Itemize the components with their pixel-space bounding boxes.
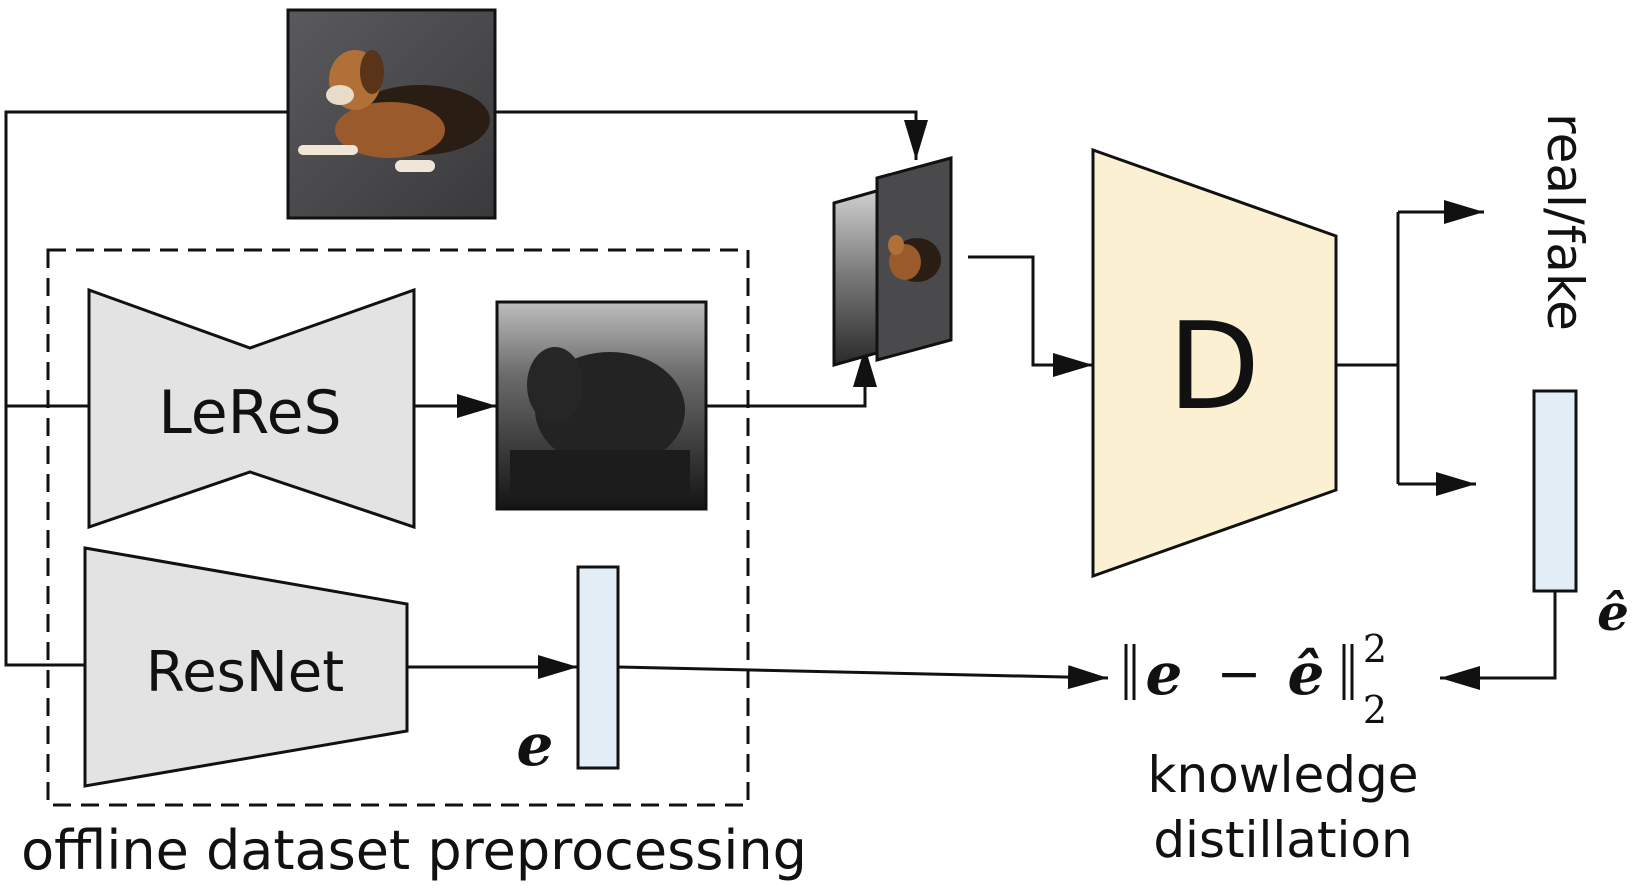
preprocessing-region [46, 248, 750, 807]
loss-superscript: 2 [1363, 627, 1387, 671]
discriminator-label: D [1168, 298, 1260, 437]
depth-map-image [495, 300, 708, 511]
embedding-to-loss-arrow [617, 665, 1109, 690]
input-dog-image [286, 8, 497, 220]
knowledge-distillation-line2: distillation [1153, 811, 1412, 869]
predicted-embedding-bar [1532, 389, 1578, 593]
predicted-embedding-label: ê [1597, 583, 1629, 642]
loss-e-term: e [1146, 640, 1183, 708]
resnet-label: ResNet [146, 640, 344, 705]
target-embedding-label: e [517, 711, 554, 779]
discriminator-network [1091, 147, 1338, 579]
stack-to-discriminator-arrow [968, 255, 1093, 377]
loss-subscript: 2 [1363, 688, 1387, 732]
real-fake-label: real/fake [1536, 113, 1594, 331]
ehat-to-loss-arrow [1440, 591, 1557, 690]
leres-label: LeReS [158, 378, 341, 448]
loss-ehat-term: ê [1288, 640, 1325, 708]
distillation-loss: e − ê 2 2 [1124, 627, 1387, 732]
stacked-input-pair [832, 156, 953, 367]
target-embedding-bar [576, 565, 620, 770]
knowledge-distillation-line1: knowledge [1147, 746, 1418, 804]
image-to-stack-arrow [495, 110, 928, 160]
depth-to-stack-arrow [706, 347, 877, 408]
resnet-network [83, 546, 409, 788]
input-feed-line [4, 110, 288, 667]
leres-network [87, 287, 416, 530]
loss-minus-sign: − [1216, 642, 1261, 705]
preprocessing-caption: offline dataset preprocessing [21, 819, 807, 882]
